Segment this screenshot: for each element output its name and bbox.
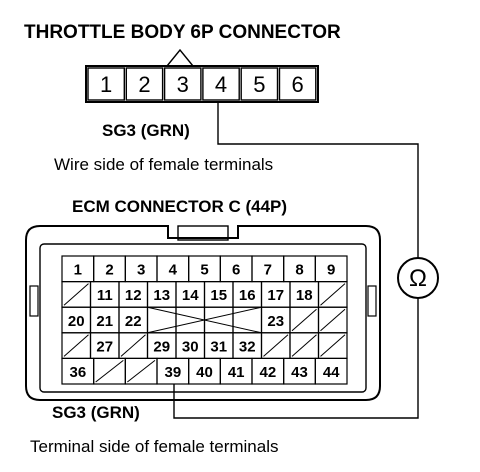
throttle-pin-cell — [278, 67, 317, 101]
throttle-pin-label: 4 — [215, 72, 227, 97]
ecm-empty-slash — [291, 308, 317, 332]
throttle-pin-label: 2 — [138, 72, 150, 97]
ecm-pin-label: 23 — [267, 313, 284, 330]
ecm-pin-label: 6 — [232, 262, 240, 279]
throttle-pin-label: 3 — [177, 72, 189, 97]
ecm-pin-label: 8 — [295, 262, 303, 279]
ecm-pin-label: 32 — [239, 338, 256, 355]
ohm-icon: Ω — [409, 265, 427, 292]
throttle-pin-cell — [240, 67, 279, 101]
ecm-pin-label: 11 — [97, 287, 113, 304]
ecm-pin-label: 22 — [125, 313, 142, 330]
ecm-pin-label: 27 — [96, 338, 113, 355]
wire-top — [217, 102, 419, 258]
ecm-blank-cross — [147, 306, 262, 334]
ecm-empty-slash — [320, 334, 346, 357]
ecm-pin-cell — [232, 306, 263, 334]
ecm-pin-label: 15 — [210, 287, 227, 304]
ecm-pin-label: 36 — [69, 364, 86, 381]
ohmmeter-circle — [397, 257, 439, 299]
throttle-pin-cell — [163, 67, 202, 101]
ecm-side-lock-left — [29, 285, 39, 317]
sg3-top-label: SG3 (GRN) — [102, 121, 190, 140]
ecm-side-lock-right — [367, 285, 377, 317]
ecm-pin-label: 7 — [264, 262, 272, 279]
ecm-pin-label: 40 — [196, 364, 213, 381]
ecm-key-tab — [177, 225, 229, 241]
ecm-empty-slash — [63, 283, 89, 306]
ecm-pin-label: 14 — [182, 287, 199, 304]
ecm-pin-label: 17 — [267, 287, 284, 304]
throttle-pin-label: 5 — [253, 72, 265, 97]
ecm-pin-label: 9 — [327, 262, 335, 279]
throttle-connector: 1 2 3 4 5 6 — [85, 48, 319, 103]
ecm-pin-cell — [203, 306, 234, 334]
ecm-pin-label: 5 — [200, 262, 208, 279]
ohmmeter: Ω — [397, 257, 439, 299]
ecm-empty-slash — [127, 360, 156, 383]
ecm-pin-label: 3 — [137, 262, 145, 279]
ecm-pin-label: 31 — [210, 338, 227, 355]
wire-side-label: Wire side of female terminals — [54, 155, 273, 174]
ecm-pin-label: 12 — [125, 287, 142, 304]
ecm-empty-slash — [120, 334, 146, 357]
ecm-pin-label: 43 — [291, 364, 308, 381]
ecm-pin-cell — [314, 357, 348, 385]
ecm-pin-cell — [175, 306, 206, 334]
ecm-connector-inner — [39, 243, 367, 393]
ecm-pin-label: 18 — [296, 287, 313, 304]
ecm-empty-slash — [291, 334, 317, 357]
ecm-pin-label: 39 — [164, 364, 181, 381]
throttle-connector-title: THROTTLE BODY 6P CONNECTOR — [24, 22, 341, 43]
ecm-pin-label: 21 — [96, 313, 113, 330]
ecm-pin-label: 16 — [239, 287, 256, 304]
sg3-bottom-label: SG3 (GRN) — [52, 403, 140, 422]
ecm-empty-slash — [95, 360, 124, 383]
ecm-pin-label: 29 — [153, 338, 170, 355]
ecm-pin-label: 4 — [169, 262, 178, 279]
ecm-connector-title: ECM CONNECTOR C (44P) — [72, 197, 287, 216]
ecm-empty-slash — [63, 334, 89, 357]
ecm-pin-label: 41 — [228, 364, 245, 381]
terminal-side-label: Terminal side of female terminals — [30, 437, 278, 456]
throttle-pin-cell — [125, 67, 164, 101]
ecm-empty-slash — [263, 334, 289, 357]
ecm-pin-label: 44 — [323, 364, 340, 381]
throttle-connector-body — [85, 65, 319, 103]
ecm-pin-label: 42 — [259, 364, 276, 381]
ecm-pin-label: 20 — [68, 313, 85, 330]
ecm-pin-label: 2 — [105, 262, 113, 279]
ecm-pin-label: 13 — [153, 287, 170, 304]
ecm-pin-label: 1 — [74, 262, 82, 279]
ecm-pin-cell — [146, 306, 177, 334]
ecm-pin-label: 30 — [182, 338, 199, 355]
throttle-pin-label: 1 — [100, 72, 112, 97]
throttle-pin-label: 6 — [292, 72, 304, 97]
throttle-key-tab — [166, 48, 194, 67]
ecm-empty-slash — [320, 283, 346, 306]
ecm-empty-slash — [320, 308, 346, 332]
throttle-pin-cell — [87, 67, 125, 101]
ecm-connector-shell — [25, 225, 381, 401]
throttle-pin-cell — [202, 67, 240, 101]
